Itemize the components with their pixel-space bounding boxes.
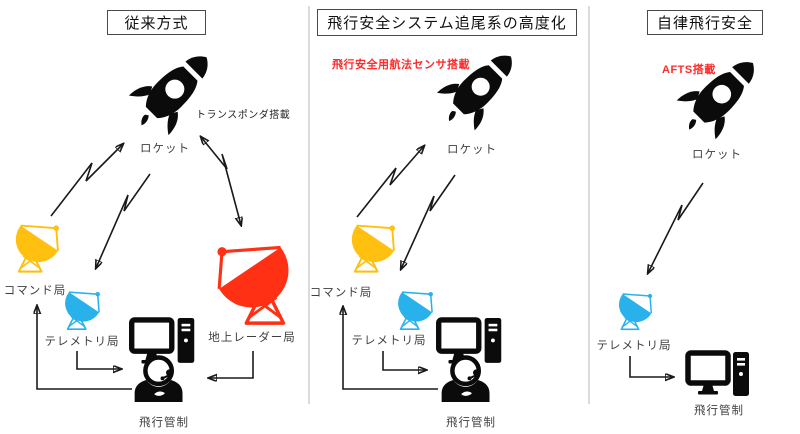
rocket-label: ロケット (447, 144, 497, 156)
flight-control-label: 飛行管制 (139, 417, 189, 429)
rocket-note-afts: AFTS搭載 (662, 64, 716, 76)
panel-divider-1 (308, 6, 310, 404)
radar-link-arrow-rocket-radar (201, 137, 241, 225)
arrow-telemetry-to-control-3 (629, 356, 673, 377)
rocket-note-nav-sensor: 飛行安全用航法センサ搭載 (332, 59, 470, 71)
uplink-arrow-command-to-rocket-2 (356, 146, 424, 218)
command-station-label: コマンド局 (3, 285, 67, 297)
arrow-radar-to-control (209, 351, 254, 378)
flight-control-label: 飛行管制 (694, 405, 744, 417)
telemetry-station-label: テレメトリ局 (351, 335, 427, 347)
telemetry-station-label: テレメトリ局 (596, 340, 672, 352)
flight-control-computer-icon (684, 350, 752, 400)
ground-radar-station-label: 地上レーダー局 (208, 332, 296, 344)
panel-title-autonomous: 自律飛行安全 (647, 10, 763, 35)
downlink-arrow-rocket-to-telemetry (96, 173, 151, 268)
arrow-telemetry-to-control (76, 351, 121, 369)
command-antenna-icon (348, 218, 400, 280)
flight-control-workstation-icon (433, 316, 505, 402)
ground-radar-antenna-icon (208, 236, 296, 336)
flight-control-workstation-icon (126, 316, 198, 402)
panel-title-conventional: 従来方式 (107, 10, 206, 35)
rocket-label: ロケット (692, 149, 742, 161)
uplink-arrow-command-to-rocket (50, 144, 123, 217)
panel-divider-2 (588, 6, 590, 404)
command-antenna-icon (12, 218, 64, 280)
telemetry-station-label: テレメトリ局 (44, 336, 120, 348)
command-station-label: コマンド局 (309, 287, 373, 299)
telemetry-antenna-icon (62, 286, 104, 336)
rocket-icon (116, 40, 228, 140)
rocket-label: ロケット (140, 143, 190, 155)
telemetry-antenna-icon (616, 288, 656, 336)
arrow-telemetry-to-control-2 (382, 351, 426, 370)
downlink-arrow-rocket-to-telemetry-3 (648, 182, 704, 273)
panel-title-advanced-tracking: 飛行安全システム追尾系の高度化 (317, 9, 577, 36)
flight-control-label: 飛行管制 (446, 417, 496, 429)
telemetry-antenna-icon (395, 286, 437, 336)
rocket-note-transponder: トランスポンダ搭載 (196, 110, 291, 121)
downlink-arrow-rocket-to-telemetry-2 (401, 174, 456, 269)
rocket-icon (428, 40, 528, 135)
rocket-icon (666, 46, 772, 144)
